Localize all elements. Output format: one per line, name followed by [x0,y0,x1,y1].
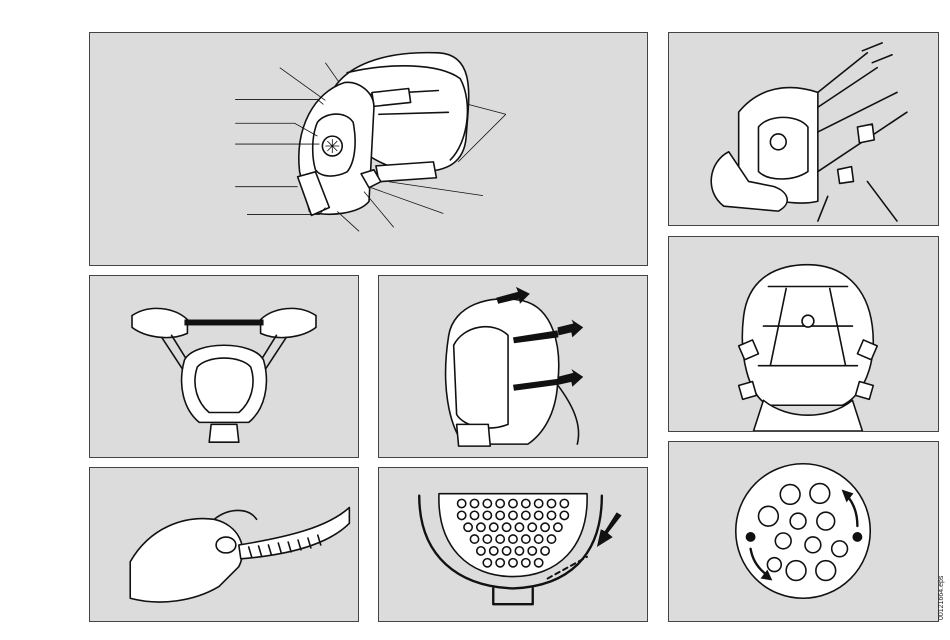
filter-hole [496,499,504,507]
filter-hole [528,547,536,555]
head-straps-tighten-illustration [379,276,647,457]
head-harness-rear-illustration [669,237,938,431]
filter-hole [535,559,543,567]
filter-hole [515,547,523,555]
mask-stretch-front-illustration [90,276,358,457]
filter-hole [509,535,517,543]
panel-head-harness-rear [668,236,939,432]
filter-hole [483,535,491,543]
mask-side-view-illustration [90,33,647,265]
valve-disc-rotate-illustration [669,442,938,621]
filter-hole [464,523,472,531]
figure-file-id: 00121664.eps [938,576,945,620]
filter-hole [535,511,543,519]
filter-hole [560,499,568,507]
filter-hole [490,523,498,531]
filter-hole [483,559,491,567]
filter-hole [470,535,478,543]
filter-hole [509,559,517,567]
filter-hole [477,547,485,555]
filter-hole [483,499,491,507]
filter-hole [522,499,530,507]
tighten-arrow-icon [558,369,584,387]
filter-hole [547,511,555,519]
panel-mask-side-view [89,32,648,266]
strap-buckle-hand-illustration [90,468,358,621]
filter-hole [554,523,562,531]
filter-hole [496,511,504,519]
panel-strap-buckle-hand [89,467,359,622]
panel-head-straps-tighten [378,275,648,458]
filter-hole [541,523,549,531]
panel-mask-stretch-front [89,275,359,458]
filter-hole [458,511,466,519]
filter-disc-cross-section-illustration [379,468,647,621]
buckle-ring-icon [216,537,236,553]
filter-hole [522,535,530,543]
filter-hole [502,547,510,555]
filter-hole [502,523,510,531]
panel-valve-disc-rotate [668,441,939,622]
filter-hole [522,511,530,519]
filter-hole [528,523,536,531]
filter-hole [509,499,517,507]
panel-strap-loosen-back [668,32,939,226]
filter-hole [490,547,498,555]
mask-valve-icon [770,134,786,150]
filter-hole [509,511,517,519]
filter-hole [496,559,504,567]
panel-filter-disc-cross-section [378,467,648,622]
filter-hole [541,547,549,555]
filter-hole [458,499,466,507]
strap-loosen-back-illustration [669,33,938,225]
harness-center-ring-icon [802,315,814,327]
filter-hole [535,535,543,543]
filter-hole [560,511,568,519]
filter-hole [477,523,485,531]
filter-hole [470,511,478,519]
filter-hole [547,499,555,507]
filter-hole [483,511,491,519]
filter-hole [515,523,523,531]
filter-hole [522,559,530,567]
filter-hole [535,499,543,507]
tighten-arrow-icon [558,320,584,338]
filter-hole [470,499,478,507]
filter-hole [547,535,555,543]
filter-hole [496,535,504,543]
